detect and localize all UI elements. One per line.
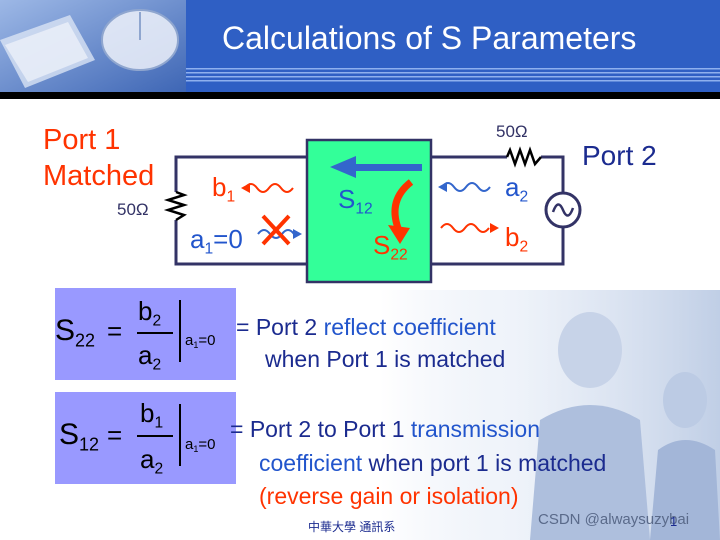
formula1-desc-line1: = Port 2 reflect coefficient <box>236 314 496 341</box>
formula1-box: S22 = b2 a2 a1=0 <box>55 288 236 380</box>
resistor-left-label: 50Ω <box>117 200 149 220</box>
fraction-bar <box>137 435 173 437</box>
resistor-top-label: 50Ω <box>496 122 528 142</box>
formula2-eq: = <box>107 420 122 451</box>
b1-label: b1 <box>212 172 235 206</box>
b2-label: b2 <box>505 222 528 256</box>
port1-label: Port 1 Matched <box>43 122 154 194</box>
a2-label: a2 <box>505 172 528 206</box>
evaluation-bar <box>179 300 181 362</box>
formula2-desc-line3: (reverse gain or isolation) <box>259 483 519 510</box>
formula2-denominator: a2 <box>140 444 163 478</box>
port1-line1: Port 1 <box>43 122 154 158</box>
formula2-lhs: S12 <box>59 418 99 455</box>
port1-line2: Matched <box>43 158 154 194</box>
footer-school: 中華大學 通訊系 <box>308 518 395 535</box>
formula2-desc-line1: = Port 2 to Port 1 transmission <box>230 416 540 443</box>
formula1-numerator: b2 <box>138 296 161 330</box>
evaluation-bar <box>179 404 181 466</box>
resistor-top <box>507 150 541 164</box>
formula1-eq: = <box>107 316 122 347</box>
footer-watermark: CSDN @alwaysuzybai <box>538 511 689 528</box>
resistor-left <box>168 192 184 220</box>
port2-label: Port 2 <box>582 140 657 172</box>
formula1-condition: a1=0 <box>185 332 215 350</box>
slide-title: Calculations of S Parameters <box>222 20 636 57</box>
formula2-condition: a1=0 <box>185 436 215 454</box>
formula1-lhs: S22 <box>55 314 95 351</box>
formula2-box: S12 = b1 a2 a1=0 <box>55 392 236 484</box>
formula1-desc-line2: when Port 1 is matched <box>265 346 505 373</box>
header-rule <box>0 92 720 99</box>
s22-label: S22 <box>373 230 408 264</box>
formula2-desc-line2: coefficient when port 1 is matched <box>259 450 606 477</box>
a1-label: a1=0 <box>190 224 243 258</box>
header-photo <box>0 0 186 92</box>
formula2-numerator: b1 <box>140 398 163 432</box>
s12-label: S12 <box>338 184 373 218</box>
fraction-bar <box>137 332 173 334</box>
page-number: 1 <box>670 514 677 529</box>
formula1-denominator: a2 <box>138 340 161 374</box>
